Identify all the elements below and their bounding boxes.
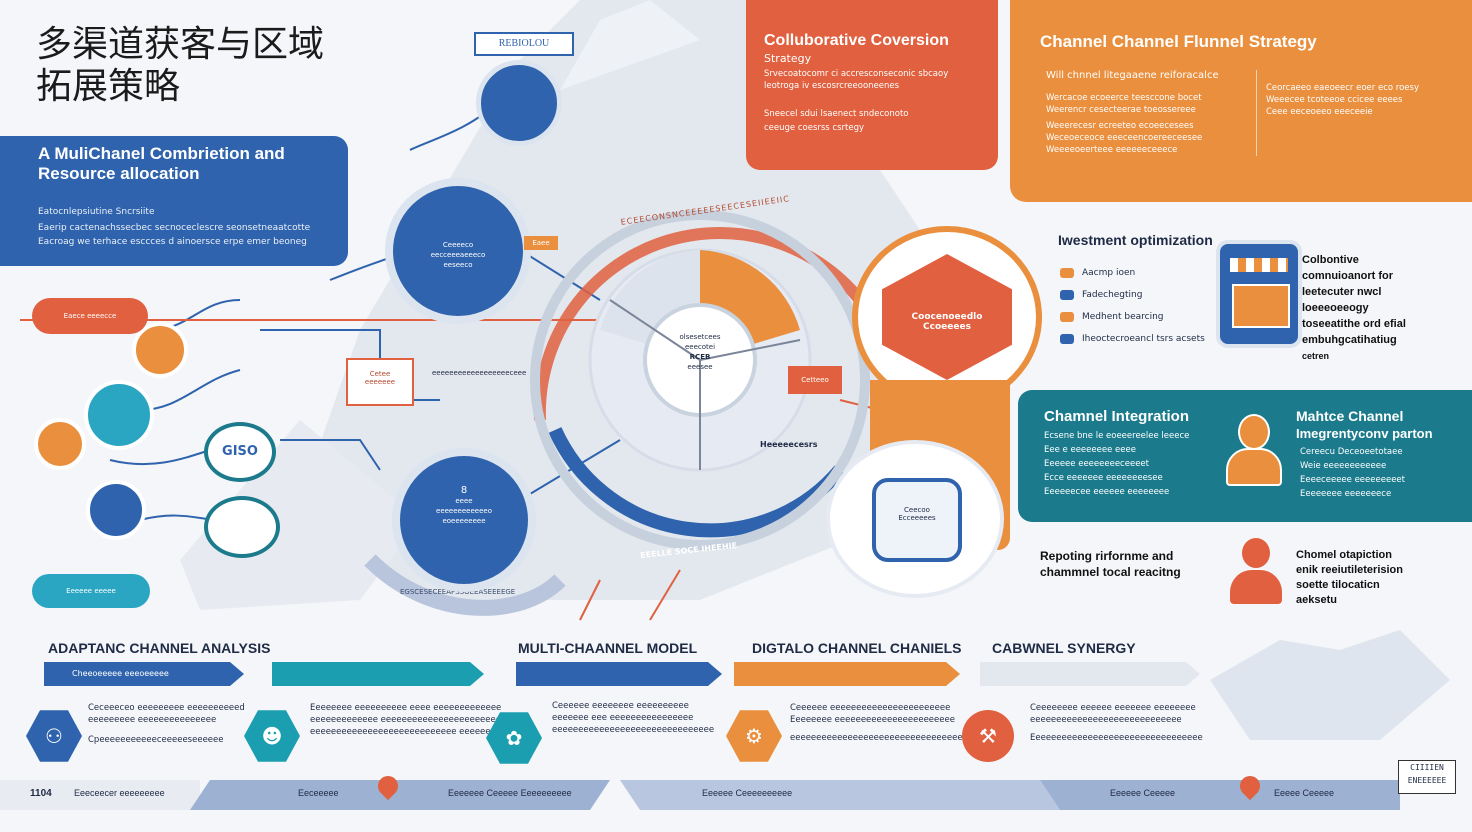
orange-hex-node[interactable]: Coocenoeedlo Ccoeeees <box>852 226 1042 408</box>
pill-orange[interactable]: Eaece eeeecce <box>32 298 148 334</box>
legend-swatch <box>1060 267 1074 278</box>
section-body: Ceceeeceo eeeeeeeee eeeeeeeeeed eeeeeeee… <box>88 703 245 745</box>
legend-item: Medhent bearcing <box>1060 306 1205 328</box>
section-title-digital: DIGTALO CHANNEL CHANIELS <box>752 640 962 656</box>
badge-oiso[interactable]: GISO <box>204 422 276 482</box>
left-panel-line: Eaerip cactenachssecbec secnoceclescre s… <box>38 223 311 233</box>
node-blue-bottom[interactable]: 8 eeee eeeeeeeeeeeeo eoeeeeeeee <box>392 448 536 592</box>
node-teal-card[interactable] <box>204 496 280 558</box>
section-title-synergy: CABWNEL SYNERGY <box>992 640 1136 656</box>
chevron-bar-blue: Cheeoeeeee eeeoeeeee <box>44 662 244 686</box>
footer-label: Eeeee Ceeeee <box>1274 788 1335 798</box>
node-orange-left[interactable] <box>34 418 86 470</box>
pill-cyan[interactable]: Eeeeee eeeee <box>32 574 150 608</box>
chevron-bar-orange <box>734 662 960 686</box>
legend-item: Fadechegting <box>1060 284 1205 306</box>
footer-number: 1104 <box>30 788 52 799</box>
section-body: Eeeeeeee eeeeeeeeee eeee eeeeeeeeeeeee e… <box>310 703 512 737</box>
section-title-adaptanc: ADAPTANC CHANNEL ANALYSIS <box>48 640 271 656</box>
footer-label: Eeeceecer eeeeeeeee <box>74 788 165 798</box>
stamp-logo: CIIIIEN ENEEEEEE <box>1398 760 1456 794</box>
person-icon <box>1224 414 1282 486</box>
mini-label: eeeeeeeeeeeeeeeeeeceee <box>432 369 527 377</box>
legend-item: Aacmp ioen <box>1060 262 1205 284</box>
red-node-box: Cetteeo <box>788 366 842 394</box>
legend-item: Iheoctecroeancl tsrs acsets <box>1060 328 1205 350</box>
left-panel-line: Eatocnlepsiutine Sncrsiite <box>38 207 155 217</box>
mid-box: Cetee eeeeeee <box>346 358 414 406</box>
page-title: 多渠道获客与区域 拓展策略 <box>36 24 324 108</box>
chevron-bar-teal <box>272 662 484 686</box>
investment-legend: Aacmp ioen Fadechegting Medhent bearcing… <box>1060 262 1205 350</box>
person-orange-icon <box>1228 538 1284 604</box>
footer-bar: 1104 Eeeceecer eeeeeeeee Eeceeeee Eeeeee… <box>0 771 1472 810</box>
channel-ot-text: Chomel otapiction enik reeiutileterision… <box>1296 549 1403 606</box>
section-body: Ceeeeee eeeeeeeeeeeeeeeeeeeeeee Eeeeeeee… <box>790 703 963 743</box>
legend-swatch <box>1060 311 1074 322</box>
node-blue-large[interactable]: Ceeeeco eecceeeaeeeco eeseeco <box>385 178 531 324</box>
channel-funnel-box: Channel Channel Flunnel Strategy Will ch… <box>1010 0 1472 202</box>
legend-swatch <box>1060 289 1074 300</box>
footer-label: Eeeeeee Ceeeee Eeeeeeeeee <box>448 788 572 798</box>
footer-label: Eeeeee Ceeeee <box>1110 788 1176 798</box>
legend-swatch <box>1060 333 1074 344</box>
footer-label: Eeceeeee <box>298 788 339 798</box>
top-banner: REBIOLOU <box>474 32 574 56</box>
section-body: Ceeeeee eeeeeeee eeeeeeeeee eeeeeee eee … <box>552 701 715 735</box>
node-cyan[interactable] <box>84 380 154 450</box>
bottom-arrow-label: EGSCESECEEAPSSOEEASEEEEGE <box>400 588 516 596</box>
storefront-icon <box>1216 240 1302 348</box>
hub-center-label: olsesetcees eeecotei RCEB eeesee <box>679 333 721 371</box>
hub-side-label: Heeeeecesrs <box>760 440 818 449</box>
section-body: Ceeeeeeee eeeeee eeeeeee eeeeeeee eeeeee… <box>1030 703 1203 743</box>
collaborative-conversion-box: Colluborative Coversion Strategy Srvecoa… <box>746 0 998 170</box>
framed-card-node[interactable]: Ceecoo Ecceeeees <box>826 440 1004 598</box>
footer-label: Eeeeee Ceeeeeeeeee <box>702 788 793 798</box>
reporting-text: Repoting rirfornme and chammnel tocal re… <box>1040 549 1181 579</box>
channel-integration-box: Chamnel Integration Ecsene bne le eoeeer… <box>1018 390 1472 522</box>
chevron-bar-blue-2 <box>516 662 722 686</box>
investment-heading: Iwestment optimization <box>1058 232 1213 248</box>
title-line-2: 拓展策略 <box>36 66 181 107</box>
title-line-1: 多渠道获客与区域 <box>36 24 325 65</box>
tag-orange: Eaee <box>524 236 558 250</box>
node-blue-small[interactable] <box>86 480 146 540</box>
chevron-bar-grey <box>980 662 1200 686</box>
collab-right-text: Colbontive comnuioanort for leetecuter n… <box>1302 254 1406 361</box>
circle-icon-red: ⚒ <box>962 710 1014 762</box>
left-panel-line: Eacroag we terhace esccces d ainoersce e… <box>38 237 307 247</box>
node-orange[interactable] <box>132 322 188 378</box>
node-blue-top[interactable] <box>476 60 562 146</box>
section-title-multichannel: MULTI-CHAANNEL MODEL <box>518 640 698 656</box>
